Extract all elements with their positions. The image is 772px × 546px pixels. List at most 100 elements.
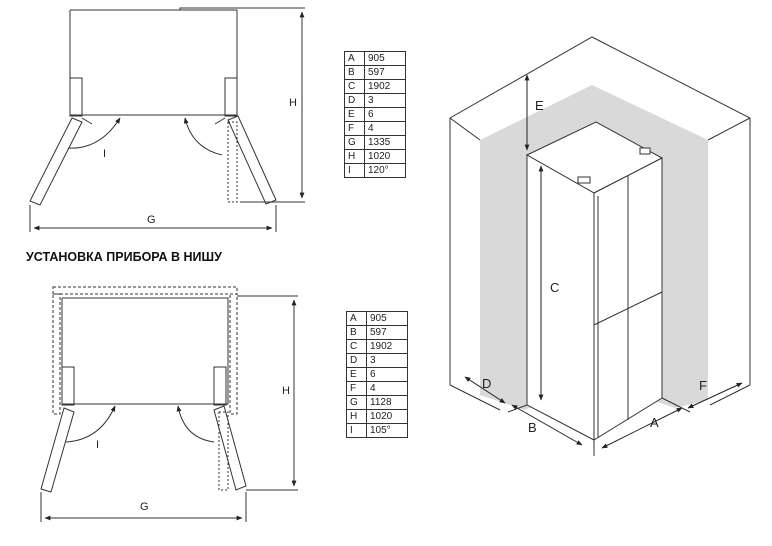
dimension-value: 597: [366, 325, 408, 340]
dimension-key: A: [344, 51, 365, 66]
dimension-key: B: [346, 325, 367, 340]
dimension-key: I: [346, 423, 367, 438]
dimension-value: 597: [364, 65, 406, 80]
iso-b-dim: [511, 404, 583, 446]
niche-label-i: I: [96, 439, 99, 451]
dimension-key: H: [344, 149, 365, 164]
right-hinge-block: [224, 77, 238, 117]
dimension-value: 1020: [366, 409, 408, 424]
dimension-value: 120°: [364, 163, 406, 178]
dimension-value: 1902: [366, 339, 408, 354]
dimension-value: 1128: [366, 395, 408, 410]
dimension-key: G: [346, 395, 367, 410]
dimension-key: B: [344, 65, 365, 80]
niche-label-h: H: [282, 385, 290, 397]
dimension-value: 905: [364, 51, 406, 66]
iso-d-dim: [464, 376, 506, 404]
dimension-key: D: [344, 93, 365, 108]
niche-left-door: [40, 407, 75, 493]
top-plan-view: [29, 7, 305, 232]
left-hinge-block: [69, 77, 83, 117]
right-open-door: [227, 115, 277, 205]
iso-label-f: F: [699, 378, 707, 393]
dimension-value: 1902: [364, 79, 406, 94]
iso-label-c: C: [550, 280, 559, 295]
dimension-value: 3: [366, 353, 408, 368]
iso-label-d: D: [482, 376, 491, 391]
dimension-key: E: [344, 107, 365, 122]
dimension-key: G: [344, 135, 365, 150]
niche-right-door: [213, 405, 247, 491]
niche-right-arc: [176, 405, 215, 443]
dimension-key: E: [346, 367, 367, 382]
niche-left-wall: [52, 293, 61, 415]
section-heading: УСТАНОВКА ПРИБОРА В НИШУ: [26, 250, 222, 264]
fridge-side-face: [526, 154, 595, 441]
dimension-value: 1335: [364, 135, 406, 150]
dimension-key: F: [346, 381, 367, 396]
niche-right-hinge: [213, 366, 227, 406]
top-label-h: H: [289, 97, 297, 109]
dimension-key: F: [344, 121, 365, 136]
dimension-key: D: [346, 353, 367, 368]
dimension-value: 6: [364, 107, 406, 122]
iso-f-dim: [687, 382, 743, 409]
niche-outer-wall-outline: [449, 36, 751, 385]
right-angle-arc: [183, 117, 223, 156]
isometric-view: [449, 36, 751, 456]
iso-a-dim: [601, 407, 683, 449]
dimension-key: A: [346, 311, 367, 326]
niche-right-door-outline: [218, 411, 229, 491]
niche-right-wall: [229, 293, 238, 415]
right-door-closed-outline: [227, 121, 238, 203]
niche-left-arc: [65, 405, 116, 443]
niche-label-g: G: [140, 501, 149, 513]
iso-label-e: E: [535, 98, 544, 113]
dimension-key: C: [346, 339, 367, 354]
iso-label-a: A: [650, 415, 659, 430]
dimension-value: 4: [366, 381, 408, 396]
left-open-door: [29, 117, 83, 206]
dimension-value: 905: [366, 311, 408, 326]
dimension-value: 4: [364, 121, 406, 136]
niche-fridge-body: [61, 297, 229, 405]
dimension-key: I: [344, 163, 365, 178]
dimension-value: 1020: [364, 149, 406, 164]
freezer-split-line: [593, 291, 663, 326]
dimension-value: 105°: [366, 423, 408, 438]
fridge-body-outline: [69, 7, 238, 116]
left-angle-arc: [67, 117, 121, 149]
niche-left-hinge: [61, 366, 75, 406]
niche-top-wall: [52, 286, 238, 295]
dimension-value: 6: [366, 367, 408, 382]
dimension-key: C: [344, 79, 365, 94]
iso-label-b: B: [528, 420, 537, 435]
top-label-g: G: [147, 214, 156, 226]
dimension-key: H: [346, 409, 367, 424]
niche-plan-view: [40, 286, 298, 522]
dimension-value: 3: [364, 93, 406, 108]
top-label-i: I: [103, 148, 106, 160]
